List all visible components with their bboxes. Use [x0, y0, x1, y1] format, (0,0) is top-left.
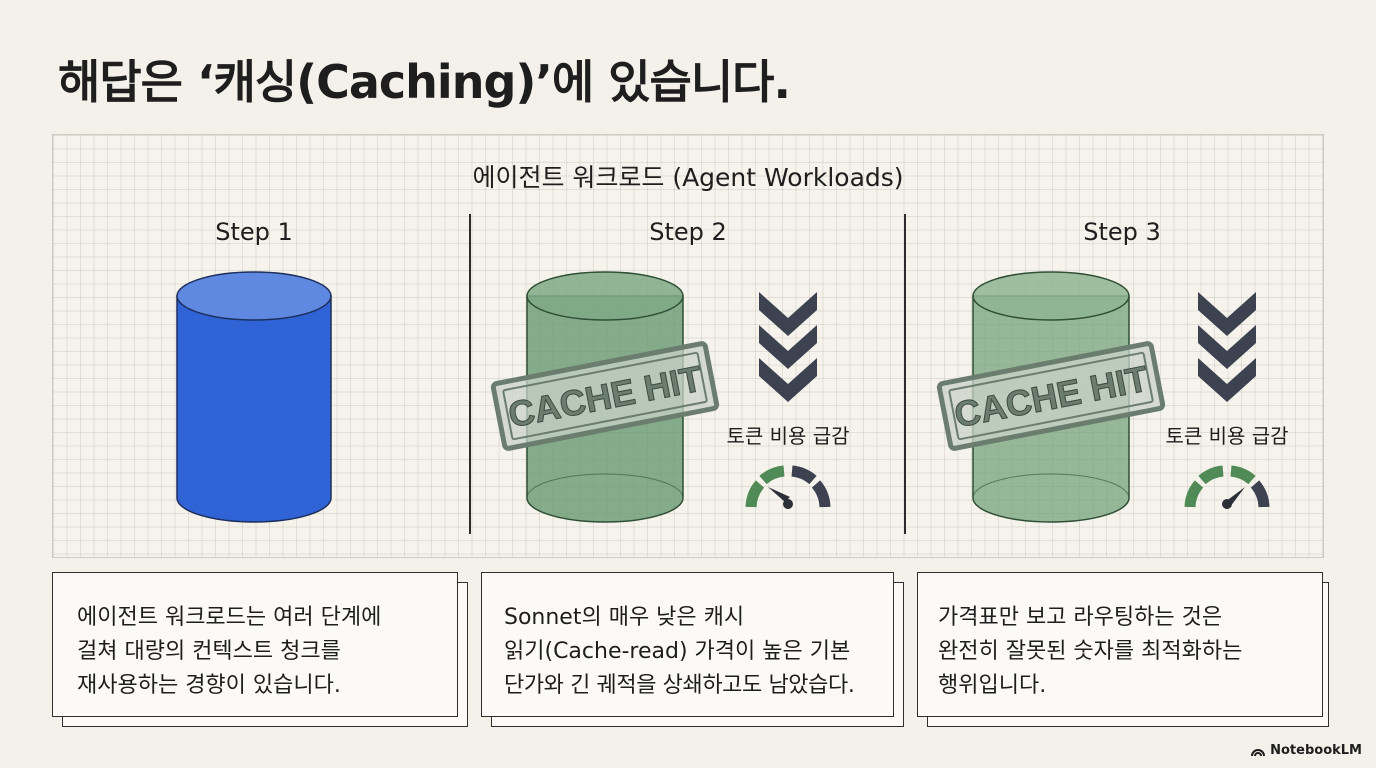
- step-3-label: Step 3: [1083, 218, 1161, 246]
- step-1-cylinder: [176, 271, 332, 523]
- note-card-1: 에이전트 워크로드는 여러 단계에 걸쳐 대량의 컨텍스트 청크를 재사용하는 …: [52, 572, 468, 727]
- gauge-needle: [768, 487, 793, 509]
- chevron-down-icon: [1198, 292, 1256, 402]
- note-body: 가격표만 보고 라우팅하는 것은 완전히 잘못된 숫자를 최적화하는 행위입니다…: [917, 572, 1323, 717]
- note-line: 걸쳐 대량의 컨텍스트 청크를: [77, 639, 341, 664]
- gauge-needle: [1222, 487, 1245, 509]
- note-line: 읽기(Cache-read) 가격이 높은 기본: [504, 639, 851, 664]
- step-1-label: Step 1: [215, 218, 293, 246]
- chevron-down-icon: [759, 292, 817, 402]
- note-line: 완전히 잘못된 숫자를 최적화하는: [938, 639, 1243, 664]
- brand-logo: NotebookLM: [1250, 743, 1362, 758]
- gauge-icon: [1184, 465, 1270, 508]
- step-2-label: Step 2: [649, 218, 727, 246]
- note-body: Sonnet의 매우 낮은 캐시 읽기(Cache-read) 가격이 높은 기…: [481, 572, 894, 717]
- page-title: 해답은 ‘캐싱(Caching)’에 있습니다.: [58, 55, 791, 109]
- gauge-icon: [745, 465, 831, 508]
- step-divider: [469, 214, 471, 534]
- note-line: 행위입니다.: [938, 673, 1047, 698]
- panel-title: 에이전트 워크로드 (Agent Workloads): [472, 163, 904, 192]
- note-card-3: 가격표만 보고 라우팅하는 것은 완전히 잘못된 숫자를 최적화하는 행위입니다…: [917, 572, 1329, 727]
- note-line: 재사용하는 경향이 있습니다.: [77, 673, 341, 698]
- step-2-gauge-label: 토큰 비용 급감: [726, 424, 849, 448]
- notebooklm-icon: [1251, 748, 1266, 756]
- note-line: Sonnet의 매우 낮은 캐시: [504, 605, 745, 630]
- step-3-gauge-label: 토큰 비용 급감: [1165, 424, 1288, 448]
- note-card-2: Sonnet의 매우 낮은 캐시 읽기(Cache-read) 가격이 높은 기…: [481, 572, 904, 727]
- note-body: 에이전트 워크로드는 여러 단계에 걸쳐 대량의 컨텍스트 청크를 재사용하는 …: [52, 572, 458, 717]
- note-line: 가격표만 보고 라우팅하는 것은: [938, 605, 1223, 630]
- step-divider: [904, 214, 906, 534]
- brand-name: NotebookLM: [1270, 743, 1362, 758]
- note-line: 에이전트 워크로드는 여러 단계에: [77, 605, 382, 630]
- note-line: 단가와 긴 궤적을 상쇄하고도 남았습다.: [504, 673, 855, 698]
